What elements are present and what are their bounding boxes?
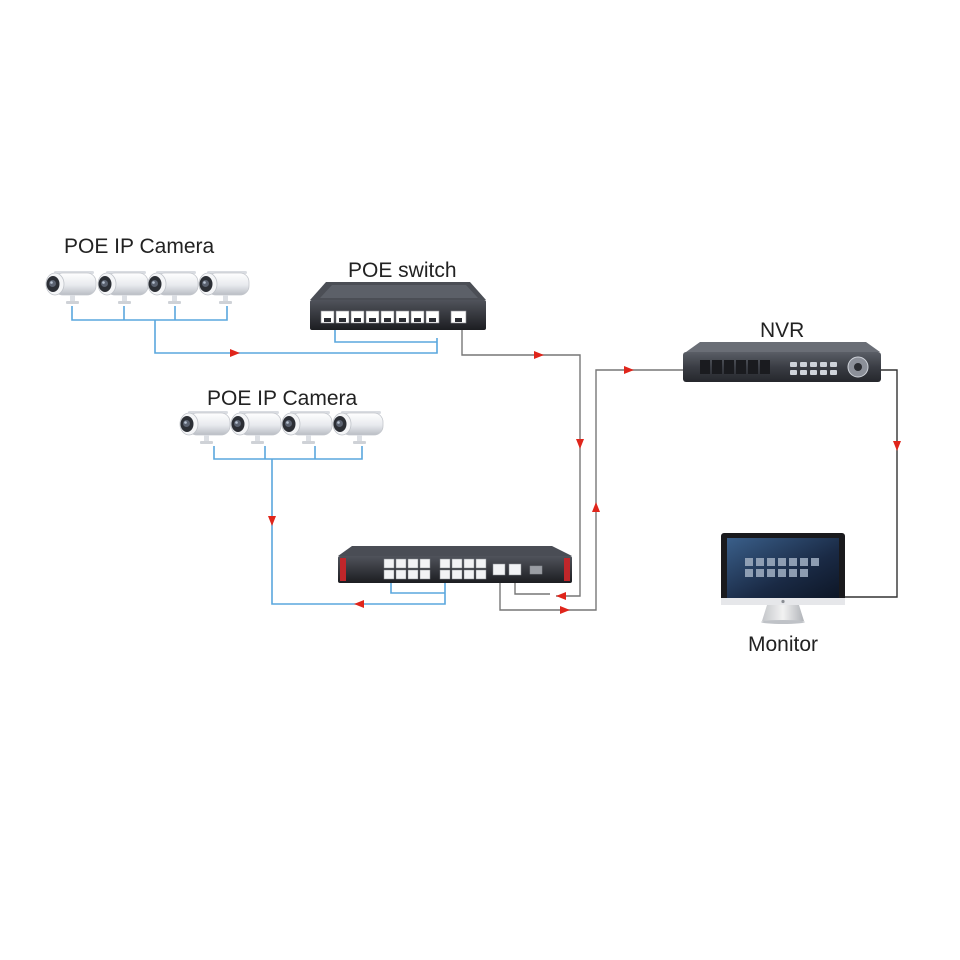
arrow-right-icon [624, 366, 634, 374]
arrow-right-icon [560, 606, 570, 614]
camera-group-middle [179, 410, 384, 445]
ip-camera-icon [198, 270, 250, 305]
poe-switch-8-port-icon [310, 282, 486, 330]
arrow-left-icon [354, 600, 364, 608]
arrow-right-icon [534, 351, 544, 359]
ip-camera-icon [332, 410, 384, 445]
uplink-cable-switch16-short [514, 583, 550, 595]
ip-camera-icon [230, 410, 282, 445]
cable-nvr-to-monitor [844, 369, 898, 598]
ip-camera-icon [97, 270, 149, 305]
nvr-label: NVR [760, 319, 805, 342]
arrow-right-icon [230, 349, 240, 357]
ip-camera-icon [179, 410, 231, 445]
ip-camera-icon [281, 410, 333, 445]
uplink-cable-switch8 [461, 330, 581, 597]
arrow-left-icon [556, 592, 566, 600]
arrow-down-icon [576, 439, 584, 449]
ip-camera-icon [45, 270, 97, 305]
arrow-down-icon [268, 516, 276, 526]
camera-group-top [45, 270, 250, 305]
ip-camera-icon [147, 270, 199, 305]
poe-switch-16-port-icon [338, 546, 572, 583]
monitor-icon [721, 533, 845, 624]
nvr-icon [683, 342, 881, 382]
arrow-down-icon [893, 441, 901, 451]
monitor-label: Monitor [748, 633, 819, 656]
camera-cable-top [71, 306, 438, 354]
camera-group-top-label: POE IP Camera [64, 235, 215, 258]
arrow-up-icon [592, 502, 600, 512]
poe-switch-label: POE switch [348, 259, 457, 282]
camera-group-middle-label: POE IP Camera [207, 387, 358, 410]
switch-port-bracket-top [334, 328, 437, 343]
